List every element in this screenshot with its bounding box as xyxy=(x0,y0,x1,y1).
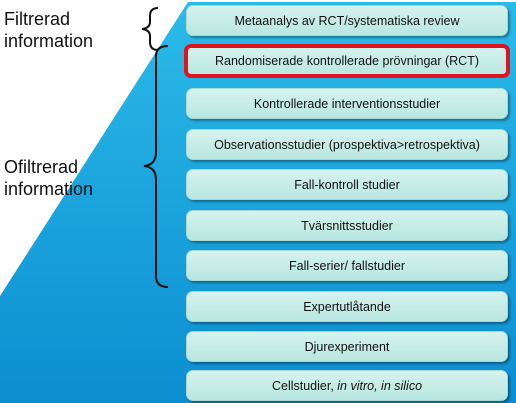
unfiltered-information-label: Ofiltrerad information xyxy=(4,157,94,199)
level-label-italic: in vitro, in silico xyxy=(337,378,423,393)
level-case-series: Fall-serier/ fallstudier xyxy=(186,250,508,281)
level-expert-opinion: Expertutlåtande xyxy=(186,291,508,322)
level-cell-studies: Cellstudier, in vitro, in silico xyxy=(186,370,508,401)
level-label: Tvärsnittsstudier xyxy=(301,218,393,233)
level-label: Fall-serier/ fallstudier xyxy=(288,258,405,273)
filtered-information-label: Filtrerad information xyxy=(4,9,94,51)
filtered-bracket xyxy=(141,7,159,51)
level-label: Observationsstudier (prospektiva>retrosp… xyxy=(214,137,480,152)
level-animal-experiment: Djurexperiment xyxy=(186,331,508,362)
level-rct: Randomiserade kontrollerade prövningar (… xyxy=(184,44,510,78)
level-observational: Observationsstudier (prospektiva>retrosp… xyxy=(186,129,508,160)
brackets xyxy=(141,7,169,288)
level-meta-analysis: Metaanalys av RCT/systematiska review xyxy=(186,5,508,36)
level-label: Expertutlåtande xyxy=(303,299,391,314)
level-case-control: Fall-kontroll studier xyxy=(186,169,508,200)
level-label: Fall-kontroll studier xyxy=(294,177,400,192)
level-label: Randomiserade kontrollerade prövningar (… xyxy=(214,54,479,68)
unfiltered-bracket xyxy=(143,45,169,288)
level-controlled-intervention: Kontrollerade interventionsstudier xyxy=(186,88,508,119)
level-cross-sectional: Tvärsnittsstudier xyxy=(186,210,508,241)
level-label: Kontrollerade interventionsstudier xyxy=(253,96,441,111)
level-label: Djurexperiment xyxy=(304,339,390,354)
level-label: Cellstudier, xyxy=(271,378,338,393)
level-label: Metaanalys av RCT/systematiska review xyxy=(234,13,460,28)
